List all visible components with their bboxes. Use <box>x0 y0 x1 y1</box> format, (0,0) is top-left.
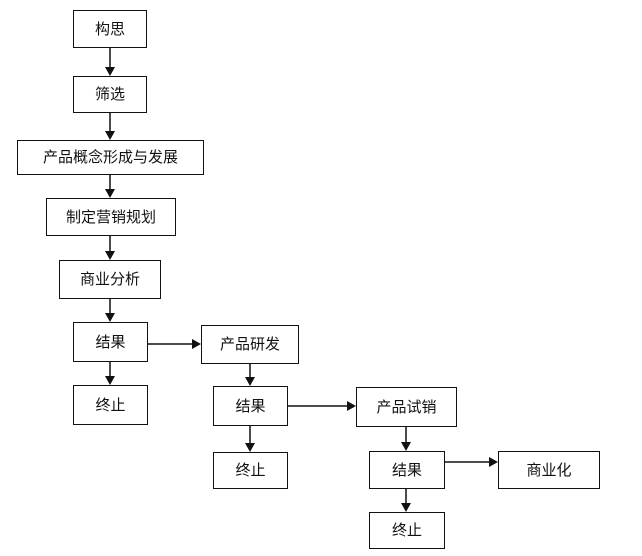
connector-business-analysis-to-result-1 <box>105 299 115 322</box>
connector-screening-to-concept-development <box>105 113 115 140</box>
node-screening: 筛选 <box>73 76 147 113</box>
connector-concept-development-to-marketing-plan <box>105 175 115 198</box>
connector-product-development-to-result-2 <box>245 364 255 386</box>
connector-result-1-to-stop-1 <box>105 362 115 385</box>
connector-test-marketing-to-result-3 <box>401 427 411 451</box>
node-stop-1: 终止 <box>73 385 148 425</box>
connector-concept-to-screening <box>105 48 115 76</box>
node-result-3: 结果 <box>369 451 445 489</box>
connector-result-2-to-test-marketing <box>288 401 356 411</box>
connector-marketing-plan-to-business-analysis <box>105 236 115 260</box>
node-stop-3: 终止 <box>369 512 445 549</box>
node-product-development: 产品研发 <box>201 325 299 364</box>
node-stop-2: 终止 <box>213 452 288 489</box>
node-result-1: 结果 <box>73 322 148 362</box>
connector-result-1-to-product-development <box>148 339 201 349</box>
node-concept-development: 产品概念形成与发展 <box>17 140 204 175</box>
node-result-2: 结果 <box>213 386 288 426</box>
node-commercialization: 商业化 <box>498 451 600 489</box>
node-test-marketing: 产品试销 <box>356 387 457 427</box>
connector-result-3-to-commercialization <box>445 457 498 467</box>
node-marketing-plan: 制定营销规划 <box>46 198 176 236</box>
connector-result-3-to-stop-3 <box>401 489 411 512</box>
connector-result-2-to-stop-2 <box>245 426 255 452</box>
node-concept: 构思 <box>73 10 147 48</box>
node-business-analysis: 商业分析 <box>59 260 161 299</box>
